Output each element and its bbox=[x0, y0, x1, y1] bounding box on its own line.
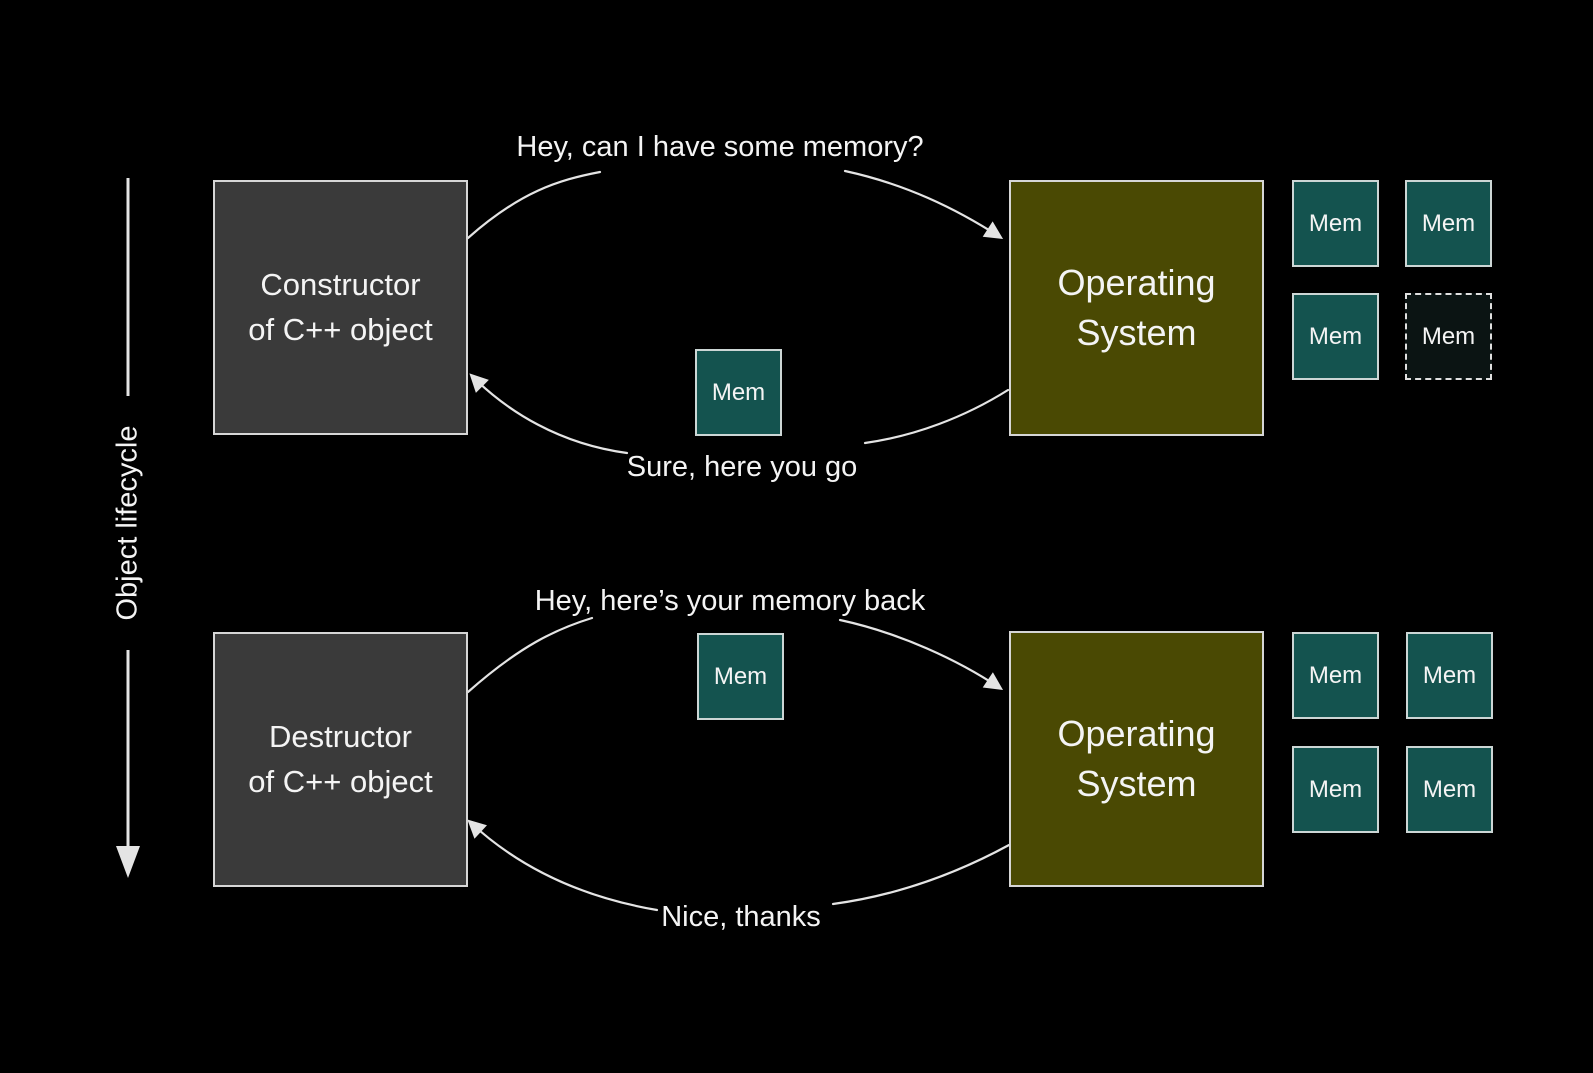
os-top-label-line1: Operating bbox=[1057, 261, 1216, 303]
mem-box-transfer-bottom: Mem bbox=[697, 633, 784, 720]
top-response-arc-left bbox=[469, 373, 629, 455]
mem-label: Mem bbox=[1308, 322, 1363, 350]
bottom-response-arc-left bbox=[467, 819, 659, 912]
bottom-request-arc-left bbox=[466, 616, 594, 694]
os-bottom-label-line1: Operating bbox=[1057, 712, 1216, 754]
top-response-label: Sure, here you go bbox=[626, 451, 858, 483]
destructor-box: Destructor of C++ object bbox=[213, 632, 468, 887]
mem-label: Mem bbox=[713, 662, 768, 690]
constructor-label-line1: Constructor bbox=[260, 266, 421, 302]
os-top-label-line2: System bbox=[1076, 312, 1197, 353]
bottom-response-arc-right bbox=[831, 843, 1011, 906]
mem-label: Mem bbox=[1421, 322, 1476, 350]
mem-box: Mem bbox=[1405, 180, 1492, 267]
mem-box: Mem bbox=[1292, 293, 1379, 380]
top-request-label: Hey, can I have some memory? bbox=[516, 131, 924, 163]
mem-label: Mem bbox=[1422, 661, 1477, 689]
bottom-response-label: Nice, thanks bbox=[661, 901, 821, 933]
mem-label: Mem bbox=[1308, 209, 1363, 237]
mem-label: Mem bbox=[1421, 209, 1476, 237]
mem-box: Mem bbox=[1406, 632, 1493, 719]
os-bottom-label-line2: System bbox=[1076, 763, 1197, 804]
mem-label: Mem bbox=[1308, 661, 1363, 689]
mem-box: Mem bbox=[1406, 746, 1493, 833]
os-box-bottom: Operating System bbox=[1009, 631, 1264, 887]
top-request-arc-left bbox=[466, 170, 602, 240]
mem-box: Mem bbox=[1292, 180, 1379, 267]
mem-box-empty-dashed: Mem bbox=[1405, 293, 1492, 380]
lifecycle-axis-label: Object lifecycle bbox=[111, 425, 144, 621]
mem-label: Mem bbox=[1308, 775, 1363, 803]
mem-box: Mem bbox=[1292, 632, 1379, 719]
mem-label: Mem bbox=[1422, 775, 1477, 803]
bottom-request-label: Hey, here’s your memory back bbox=[534, 585, 926, 617]
bottom-request-arc-right bbox=[838, 618, 1004, 691]
mem-box-transfer-top: Mem bbox=[695, 349, 782, 436]
top-request-arc-right bbox=[843, 169, 1004, 239]
constructor-box: Constructor of C++ object bbox=[213, 180, 468, 435]
destructor-label-line1: Destructor bbox=[269, 718, 412, 754]
destructor-label-line2: of C++ object bbox=[248, 763, 433, 799]
mem-box: Mem bbox=[1292, 746, 1379, 833]
lifecycle-axis-arrowhead bbox=[116, 846, 140, 878]
mem-label: Mem bbox=[711, 378, 766, 406]
top-response-arc-right bbox=[863, 388, 1010, 445]
os-box-top: Operating System bbox=[1009, 180, 1264, 436]
constructor-label-line2: of C++ object bbox=[248, 311, 433, 347]
